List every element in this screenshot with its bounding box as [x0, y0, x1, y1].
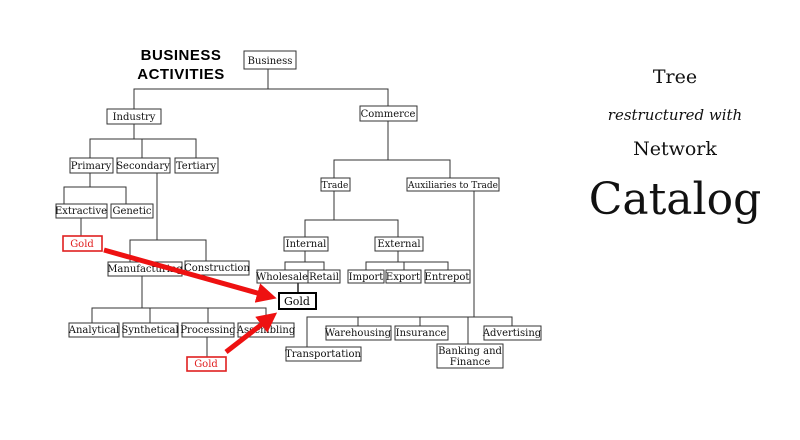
node-processing: Processing	[180, 322, 236, 338]
diagram-title: BUSINESS ACTIVITIES	[118, 46, 244, 84]
node-internal: Internal	[283, 236, 329, 252]
node-external: External	[374, 236, 424, 252]
node-advertising: Advertising	[482, 325, 542, 341]
svg-text:Manufacturing: Manufacturing	[107, 264, 183, 275]
node-tertiary: Tertiary	[174, 157, 219, 174]
svg-text:Secondary: Secondary	[116, 161, 170, 172]
node-industry: Industry	[106, 108, 162, 125]
svg-text:Construction: Construction	[184, 263, 250, 274]
svg-text:Analytical: Analytical	[68, 325, 119, 336]
svg-text:Extractive: Extractive	[55, 206, 107, 217]
side-label-network: Network	[633, 138, 717, 160]
node-gold-processing: Gold	[186, 356, 227, 372]
svg-text:Transportation: Transportation	[285, 349, 361, 360]
svg-text:Business: Business	[248, 56, 293, 67]
diagram-title-line1: BUSINESS	[140, 47, 222, 64]
node-genetic: Genetic	[110, 203, 154, 219]
svg-text:Tertiary: Tertiary	[176, 161, 217, 172]
node-business: Business	[243, 50, 297, 70]
tree-connectors	[63, 69, 513, 357]
svg-text:Industry: Industry	[113, 112, 156, 123]
svg-text:Trade: Trade	[322, 181, 349, 191]
svg-text:External: External	[377, 239, 420, 250]
node-wholesale: Wholesale	[256, 269, 309, 284]
node-commerce: Commerce	[359, 105, 418, 122]
svg-text:Warehousing: Warehousing	[325, 328, 392, 339]
node-entrepot: Entrepot	[424, 269, 471, 284]
svg-text:Processing: Processing	[180, 325, 236, 336]
svg-text:Entrepot: Entrepot	[425, 272, 470, 283]
arrow-extractive-to-hub	[103, 247, 277, 303]
svg-text:Insurance: Insurance	[396, 328, 447, 339]
node-secondary: Secondary	[116, 157, 171, 174]
node-gold-extractive: Gold	[62, 235, 103, 252]
svg-text:Commerce: Commerce	[361, 109, 416, 120]
node-trade: Trade	[320, 177, 351, 192]
node-warehousing: Warehousing	[325, 325, 392, 341]
node-primary: Primary	[69, 157, 114, 174]
node-insurance: Insurance	[394, 325, 449, 341]
node-synthetical: Synthetical	[121, 322, 179, 338]
side-label-restructured: restructured with	[607, 106, 743, 124]
node-banking-finance-line2: Finance	[450, 357, 491, 368]
svg-text:Banking and: Banking and	[438, 346, 502, 357]
svg-text:Internal: Internal	[286, 239, 327, 250]
svg-text:Primary: Primary	[71, 161, 112, 172]
node-import: Import	[347, 269, 385, 284]
side-label-tree: Tree	[652, 66, 698, 88]
svg-text:Gold: Gold	[70, 239, 94, 250]
svg-text:Export: Export	[386, 272, 420, 283]
node-retail: Retail	[307, 269, 341, 284]
side-label-catalog: Catalog	[588, 174, 762, 225]
svg-text:Genetic: Genetic	[112, 206, 151, 217]
svg-text:Gold: Gold	[194, 359, 218, 370]
node-extractive: Extractive	[55, 203, 108, 219]
svg-text:Auxiliaries to Trade: Auxiliaries to Trade	[407, 181, 498, 191]
gold-arrows	[103, 247, 278, 354]
svg-text:Synthetical: Synthetical	[121, 325, 178, 336]
node-gold-hub: Gold	[278, 292, 317, 310]
svg-text:Wholesale: Wholesale	[256, 272, 308, 283]
node-export: Export	[385, 269, 422, 284]
node-construction: Construction	[184, 260, 250, 276]
arrow-processing-to-hub	[224, 312, 278, 354]
svg-text:Gold: Gold	[284, 295, 310, 308]
node-transportation: Transportation	[285, 346, 362, 362]
svg-text:Advertising: Advertising	[482, 328, 542, 339]
node-analytical: Analytical	[68, 322, 120, 338]
svg-text:Retail: Retail	[309, 272, 339, 283]
diagram-title-line2: ACTIVITIES	[137, 66, 225, 83]
node-auxiliaries: Auxiliaries to Trade	[406, 177, 500, 192]
svg-text:Import: Import	[349, 272, 384, 283]
